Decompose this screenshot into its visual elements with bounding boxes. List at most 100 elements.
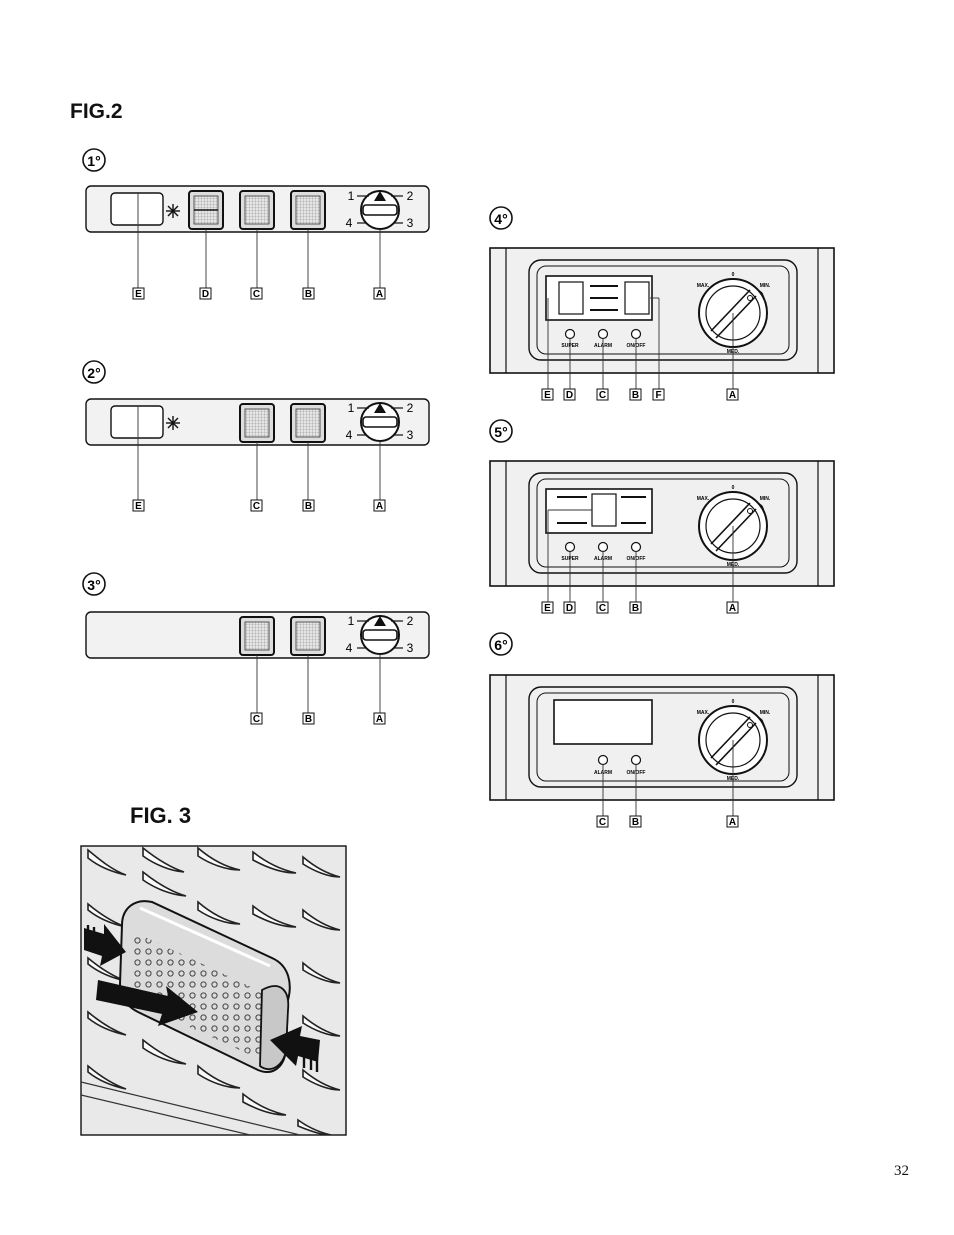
callout-a: A [376,289,383,300]
motion-marks [86,925,319,1072]
callout-d: D [202,289,209,300]
shelf-lines [81,1081,301,1135]
callout-c: C [599,603,606,614]
dial-mark-2: 2 [407,614,414,628]
triangle-pointer-icon [374,616,386,626]
alarm-button-face [244,195,270,225]
callout-c: C [253,501,260,512]
alarm-light [597,328,609,340]
on-off-light [630,754,642,766]
callout-labels: E D C B A [132,287,386,300]
callout-c: C [599,390,606,401]
dial-mark-4: 4 [346,216,353,230]
thermostat-dial[interactable]: 1 2 3 4 [346,614,414,655]
temp-digit [591,493,617,527]
on-off-light [630,328,642,340]
panel-2: 2° 1 2 3 4 [82,360,430,512]
panel-5: 5° SUPER ALARM ON/OFF 0 M [489,419,835,614]
fig2-title: FIG.2 [70,100,123,123]
panel-number-badge: 2° [82,360,106,384]
panel-1: 1° 1 2 3 4 [82,148,430,300]
temp-digit-right [624,281,650,315]
on-off-button-face [295,195,321,225]
knob-mark-max: MAX. [697,283,710,289]
panel-number: 5° [494,424,507,440]
callout-a: A [729,817,736,828]
knob-mark-min: MIN. [760,710,771,716]
callout-e: E [135,289,142,300]
arrow-slide-out-icon [96,980,198,1026]
panel-number-badge: 3° [82,572,106,596]
snowflake-icon [166,204,180,218]
knob-mark-min: MIN. [760,283,771,289]
callout-d: D [566,603,573,614]
wall-ribs [87,846,341,1135]
alarm-light [597,754,609,766]
snowflake-icon [166,416,180,430]
panel-number: 2° [87,365,100,381]
leader-lines [547,297,734,389]
dial-mark-4: 4 [346,641,353,655]
temp-digit-left [558,281,584,315]
callout-labels: E D C B F A [541,388,739,401]
knob-mark-zero: 0 [732,699,735,705]
panel-number: 1° [87,153,100,169]
callout-labels: E D C B A [541,601,739,614]
callout-labels: C B A [250,712,386,725]
control-housing [489,674,835,801]
dial-mark-1: 1 [348,614,355,628]
dial-mark-2: 2 [407,189,414,203]
knob-mark-zero: 0 [732,272,735,278]
callout-b: B [305,501,312,512]
fig3-illustration [80,845,347,1136]
knob-mark-max: MAX. [697,496,710,502]
callout-e: E [544,390,551,401]
page-number: 32 [894,1163,909,1179]
knob-mark-max: MAX. [697,710,710,716]
dial-mark-2: 2 [407,401,414,415]
callout-e: E [135,501,142,512]
callout-b: B [632,817,639,828]
callout-d: D [566,390,573,401]
dial-mark-1: 1 [348,189,355,203]
arrow-push-in-right-icon [270,1026,320,1066]
callout-b: B [632,390,639,401]
alarm-button-face [244,621,270,651]
thermostat-dial[interactable]: 1 2 3 4 [346,401,414,442]
panel-number-badge: 6° [489,632,513,656]
triangle-pointer-icon [374,191,386,201]
callout-a: A [729,390,736,401]
leader-lines [547,509,734,602]
super-light [564,328,576,340]
dial-mark-3: 3 [407,641,414,655]
display-window [553,699,653,745]
leader-lines [256,654,381,713]
callout-a: A [729,603,736,614]
callout-e: E [544,603,551,614]
panel-6: 6° ALARM ON/OFF 0 MAX. MIN. MED. [489,632,835,828]
callout-c: C [599,817,606,828]
callout-a: A [376,501,383,512]
on-off-button-face [295,621,321,651]
dial-mark-3: 3 [407,216,414,230]
callout-labels: E C B A [132,499,386,512]
leader-lines [602,740,734,816]
thermostat-dial[interactable]: 1 2 3 4 [346,189,414,230]
leader-lines [137,438,381,500]
panel-number: 3° [87,577,100,593]
callout-a: A [376,714,383,725]
display-window [110,192,164,226]
fig3-title: FIG. 3 [130,803,192,828]
panel-number-badge: 4° [489,206,513,230]
knob-mark-zero: 0 [732,485,735,491]
triangle-pointer-icon [374,403,386,413]
dial-mark-1: 1 [348,401,355,415]
callout-b: B [632,603,639,614]
on-off-light [630,541,642,553]
dial-mark-3: 3 [407,428,414,442]
callout-c: C [253,714,260,725]
callout-c: C [253,289,260,300]
panel-number-badge: 1° [82,148,106,172]
on-off-button-face [295,408,321,438]
